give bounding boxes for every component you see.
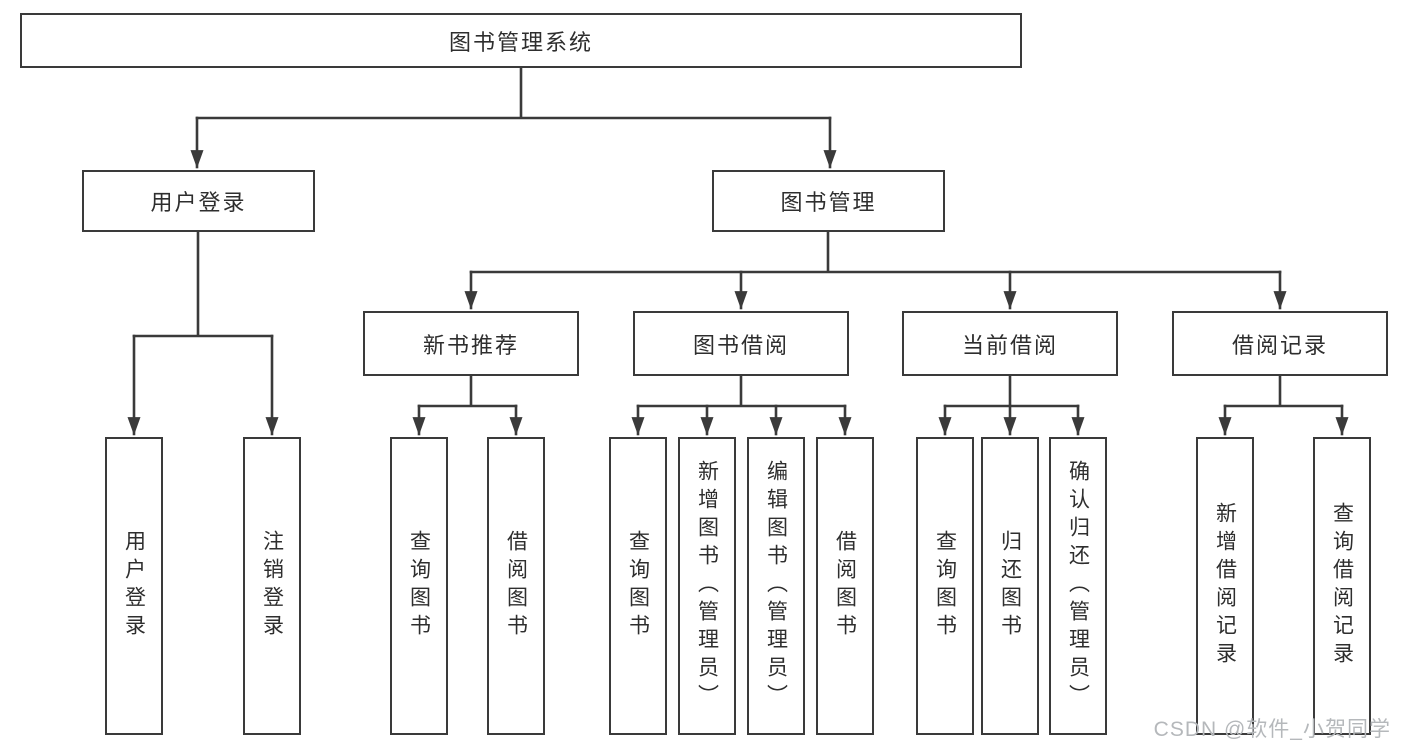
leaf-logout-label: 注销登录 [260, 530, 284, 642]
edge-trunks [132, 66, 1344, 408]
node-root-system: 图书管理系统 [20, 13, 1022, 68]
leaf-newbook-borrow: 借阅图书 [487, 437, 545, 735]
leaf-user-login-label: 用户登录 [122, 530, 146, 642]
leaf-borrow-book: 借阅图书 [816, 437, 874, 735]
leaf-user-login: 用户登录 [105, 437, 163, 735]
leaf-logout: 注销登录 [243, 437, 301, 735]
csdn-watermark: CSDN @软件_小贺同学 [1153, 718, 1391, 741]
leaf-current-confirm-return-admin-label: 确认归还（管理员） [1066, 460, 1090, 712]
leaf-borrow-edit-admin: 编辑图书（管理员） [747, 437, 805, 735]
leaf-borrow-add-admin: 新增图书（管理员） [678, 437, 736, 735]
leaf-newbook-borrow-label: 借阅图书 [504, 530, 528, 642]
leaf-records-query: 查询借阅记录 [1313, 437, 1371, 735]
leaf-borrow-query-label: 查询图书 [626, 530, 650, 642]
leaf-current-query-label: 查询图书 [933, 530, 957, 642]
leaf-records-query-label: 查询借阅记录 [1330, 502, 1354, 670]
leaf-current-query: 查询图书 [916, 437, 974, 735]
leaf-borrow-add-admin-label: 新增图书（管理员） [695, 460, 719, 712]
leaf-newbook-query-label: 查询图书 [407, 530, 431, 642]
leaf-records-add-label: 新增借阅记录 [1213, 502, 1237, 670]
node-new-book-recommend: 新书推荐 [363, 311, 579, 376]
leaf-current-confirm-return-admin: 确认归还（管理员） [1049, 437, 1107, 735]
leaf-current-return-label: 归还图书 [998, 530, 1022, 642]
node-book-management-module: 图书管理 [712, 170, 945, 232]
leaf-borrow-edit-admin-label: 编辑图书（管理员） [764, 460, 788, 712]
leaf-newbook-query: 查询图书 [390, 437, 448, 735]
node-borrowing-records: 借阅记录 [1172, 311, 1388, 376]
leaf-records-add: 新增借阅记录 [1196, 437, 1254, 735]
leaf-borrow-query: 查询图书 [609, 437, 667, 735]
node-user-login-module: 用户登录 [82, 170, 315, 232]
leaf-borrow-book-label: 借阅图书 [833, 530, 857, 642]
leaf-current-return: 归还图书 [981, 437, 1039, 735]
node-current-borrowing: 当前借阅 [902, 311, 1118, 376]
node-book-borrowing: 图书借阅 [633, 311, 849, 376]
